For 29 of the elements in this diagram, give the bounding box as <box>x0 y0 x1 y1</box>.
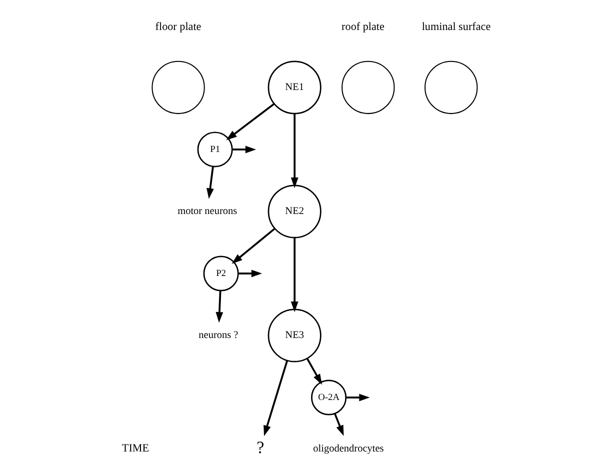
arrow <box>206 166 214 199</box>
arrow <box>306 358 322 385</box>
arrow <box>346 394 370 402</box>
node-text: oligodendrocytes <box>313 443 384 454</box>
arrow <box>232 146 256 154</box>
node-circle: NE2 <box>268 184 322 238</box>
label: floor plate <box>155 21 202 34</box>
arrow <box>238 270 262 278</box>
arrow <box>290 114 298 188</box>
arrow <box>264 360 288 436</box>
node-circle: NE1 <box>268 60 322 114</box>
arrow <box>334 413 344 436</box>
node-text: neurons ? <box>198 330 238 342</box>
arrow <box>232 228 276 264</box>
node-text: ? <box>256 438 264 458</box>
node-circle <box>342 60 395 114</box>
node-circle: P1 <box>197 132 233 168</box>
label: roof plate <box>342 21 384 34</box>
arrow <box>226 103 275 140</box>
node-circle: P2 <box>203 256 239 292</box>
node-circle: O-2A <box>311 380 347 416</box>
label: TIME <box>122 442 150 455</box>
node-circle <box>152 60 205 114</box>
node-circle <box>424 60 478 114</box>
arrow <box>290 238 298 312</box>
node-circle: NE3 <box>268 308 322 362</box>
arrow <box>216 290 224 323</box>
label: luminal surface <box>422 21 491 34</box>
node-text: motor neurons <box>178 206 238 218</box>
